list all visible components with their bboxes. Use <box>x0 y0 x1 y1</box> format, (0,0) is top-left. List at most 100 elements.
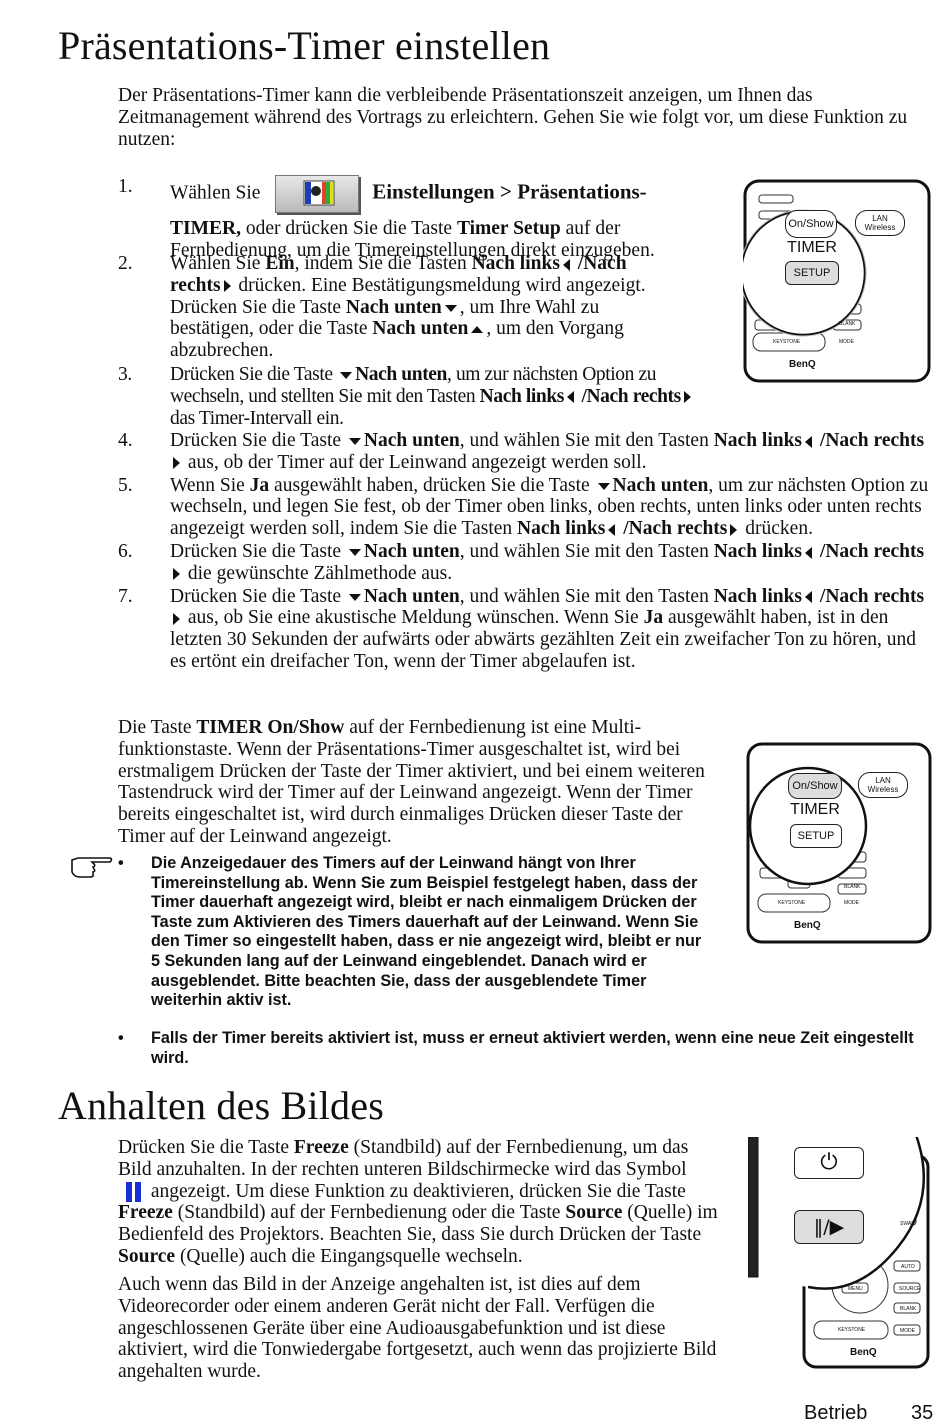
right-arrow-icon <box>173 457 180 470</box>
down-arrow-icon <box>348 549 361 557</box>
blank-label: BLANK <box>900 1306 917 1312</box>
mode-label: MODE <box>839 339 854 345</box>
footer-page-number: 35 <box>911 1402 934 1424</box>
step-number: 4. <box>118 430 133 451</box>
step-text: Wählen Sie <box>170 182 261 204</box>
step-4: 4. Drücken Sie die Taste Nach unten, und… <box>118 430 933 474</box>
step-text: Drücken Sie die Taste <box>170 430 346 451</box>
note-2: • Falls der Timer bereits aktiviert ist,… <box>118 1029 933 1068</box>
on-show-button: On/Show <box>785 210 837 238</box>
note-hand-icon <box>70 852 114 880</box>
auto-label: AUTO <box>901 1264 915 1270</box>
step-text: , um zur nächsten Option zu wechseln, un… <box>170 364 657 407</box>
wireless-label: Wireless <box>864 223 896 232</box>
key-name: Nach unten <box>363 430 460 451</box>
left-arrow-icon <box>562 258 570 271</box>
step-1: 1. Wählen Sie Einstellungen > Präsentati… <box>118 175 678 262</box>
step-number: 5. <box>118 474 133 496</box>
note-text-top: Die Anzeigedauer des Timers auf der Lein… <box>151 854 702 1010</box>
remote-illustration-timer-2: On/Show LAN Wireless TIMER SETUP KEYSTON… <box>746 740 932 946</box>
step-text: die gewünschte Zählmethode aus. <box>183 562 453 584</box>
left-arrow-icon <box>567 391 574 404</box>
down-arrow-icon <box>444 304 457 312</box>
step-text: , und wählen Sie mit den Tasten <box>459 585 714 607</box>
step-6: 6. Drücken Sie die Taste Nach unten, und… <box>118 541 933 585</box>
step-text: Drücken Sie die Taste <box>170 364 338 385</box>
right-arrow-icon <box>173 612 180 625</box>
step-text: , um den Vorgang abzubrechen. <box>170 318 624 362</box>
bullet: • <box>118 1029 124 1047</box>
section-title-timer: Präsentations-Timer einstellen <box>58 23 551 68</box>
key-name: Nach unten <box>355 364 447 385</box>
keystone-label: KEYSTONE <box>773 339 801 345</box>
key-name: Nach unten <box>612 474 709 496</box>
step-text: drücken. Eine Bestätigungsmeldung wird a… <box>170 274 646 318</box>
step-text: oder drücken Sie die Taste <box>240 218 457 239</box>
remote-illustration-timer-1: On/Show LAN Wireless TIMER SETUP KEYSTON… <box>739 163 931 385</box>
step-3: 3. Drücken Sie die Taste Nach unten, um … <box>118 364 708 429</box>
step-text: ausgewählt haben, drücken Sie die Taste <box>269 474 595 496</box>
swap-label: SWAP <box>900 1221 915 1227</box>
step-number: 3. <box>118 364 132 385</box>
key-name: Freeze <box>118 1202 173 1224</box>
step-text: , und wählen Sie mit den Tasten <box>459 430 714 451</box>
mode-label: MODE <box>900 1328 915 1334</box>
source-label: SOURCE <box>899 1286 921 1292</box>
down-arrow-icon <box>348 438 361 446</box>
on-show-button: On/Show <box>788 773 842 799</box>
key-name: TIMER On/Show <box>196 717 345 738</box>
paragraph-text: Drücken Sie die Taste <box>118 1137 294 1158</box>
down-arrow-icon <box>348 593 361 601</box>
right-arrow-icon <box>173 568 180 581</box>
blank-label: BLANK <box>839 321 856 327</box>
note-text: Die Anzeigedauer des Timers auf der Lein… <box>151 854 933 1011</box>
key-name: Nach unten <box>345 296 442 318</box>
lan-label: LAN <box>872 214 888 223</box>
key-name: /Nach rechts <box>815 430 925 451</box>
section-title-freeze: Anhalten des Bildes <box>58 1083 384 1128</box>
freeze-paragraph-1: Drücken Sie die Taste Freeze (Standbild)… <box>118 1137 723 1268</box>
step-text: aus, ob der Timer auf der Leinwand angez… <box>183 451 647 473</box>
key-name: Timer Setup <box>456 218 561 239</box>
down-arrow-icon <box>597 482 610 490</box>
step-number: 7. <box>118 585 133 607</box>
blank-label: BLANK <box>844 884 861 890</box>
paragraph-text: (Standbild) auf der Fernbedienung oder d… <box>172 1202 566 1224</box>
key-name: Nach links <box>479 385 565 407</box>
step-5: 5. Wenn Sie Ja ausgewählt haben, drücken… <box>118 475 933 540</box>
step-7: 7. Drücken Sie die Taste Nach unten, und… <box>118 586 933 673</box>
mode-label: MODE <box>844 900 859 906</box>
left-arrow-icon <box>805 591 813 604</box>
key-name: /Nach rechts <box>170 253 627 296</box>
key-name: /Nach rechts <box>577 385 681 407</box>
step-number: 1. <box>118 176 133 197</box>
key-name: Nach links <box>713 540 803 562</box>
settings-menu-icon <box>275 175 360 213</box>
key-name: /Nach rechts <box>815 585 925 607</box>
paragraph-text: auf der Fernbedienung ist eine Multi-fun… <box>118 717 705 847</box>
timer-label: TIMER <box>787 239 837 256</box>
freeze-symbol-icon <box>126 1182 132 1203</box>
setup-button: SETUP <box>790 824 842 848</box>
timer-label: TIMER <box>790 801 840 818</box>
paragraph-text: (Standbild) auf der Fernbedienung, um da… <box>118 1137 689 1180</box>
bullet: • <box>118 854 124 872</box>
steps-4-7: 4. Drücken Sie die Taste Nach unten, und… <box>118 430 933 673</box>
key-name: /Nach rechts <box>815 540 925 562</box>
brand-logo: BenQ <box>850 1347 877 1358</box>
left-arrow-icon <box>608 523 616 536</box>
paragraph-text: (Quelle) im Bedienfeld des Projektors. B… <box>118 1202 718 1246</box>
intro-text: Der Präsentations-Timer kann die verblei… <box>118 85 908 150</box>
step-number: 2. <box>118 253 133 274</box>
menu-label: MENU <box>848 1286 863 1292</box>
menu-path-timer: TIMER, <box>170 218 241 239</box>
step-text: Drücken Sie die Taste <box>170 540 346 562</box>
brand-logo: BenQ <box>794 920 821 931</box>
step-text: ausgewählt haben, ist in den letzten 30 … <box>170 607 917 672</box>
right-arrow-icon <box>730 523 738 536</box>
step-text: , indem Sie die Tasten <box>294 253 472 274</box>
step-text: , und wählen Sie mit den Tasten <box>459 540 714 562</box>
note-1: • Die Anzeigedauer des Timers auf der Le… <box>118 854 933 1011</box>
step-number: 6. <box>118 540 133 562</box>
paragraph-text: Auch wenn das Bild in der Anzeige angeha… <box>118 1274 717 1383</box>
